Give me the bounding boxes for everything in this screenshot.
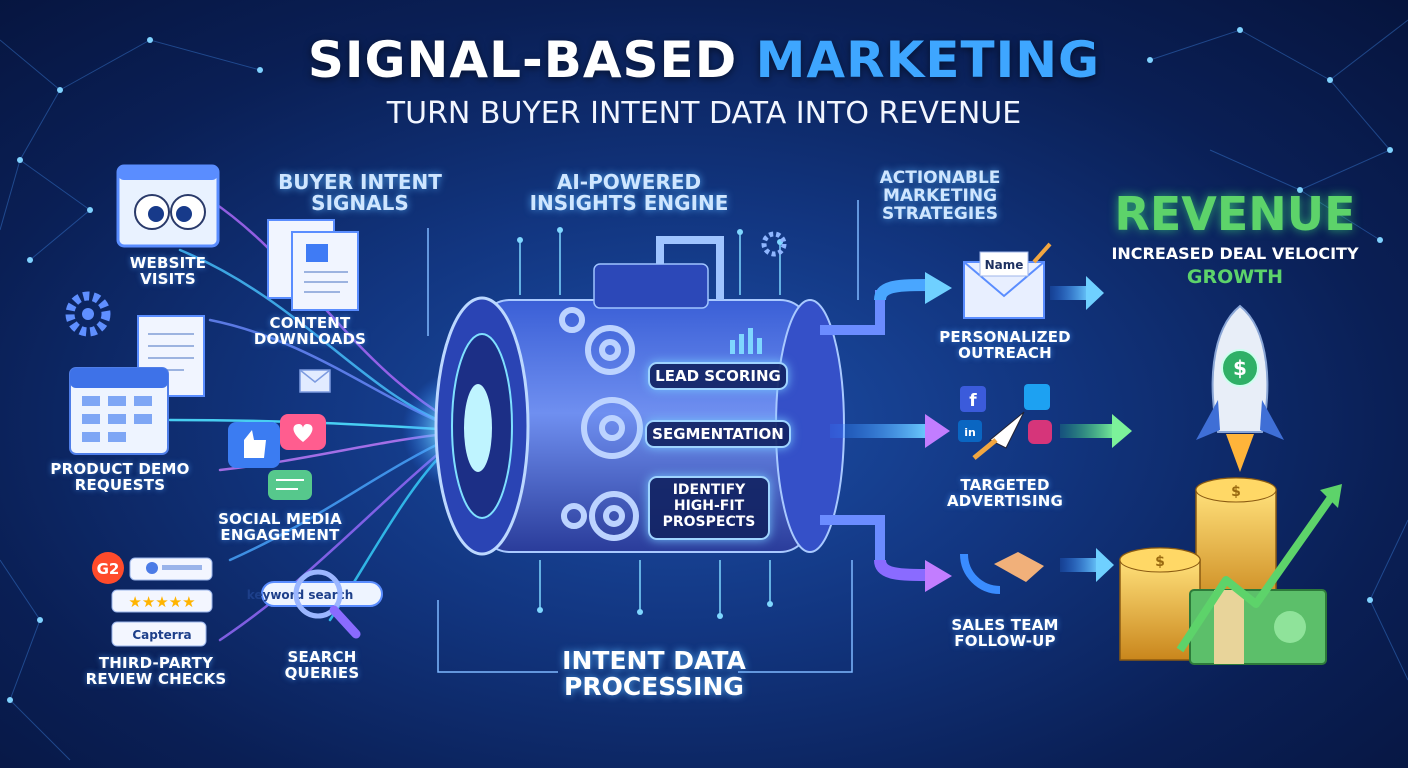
money-stack-icon: $ $	[1119, 477, 1342, 665]
engine-lead-scoring: LEAD SCORING	[648, 362, 788, 390]
section-buyer-intent-signals: BUYER INTENT SIGNALS	[278, 170, 442, 215]
title-accent: MARKETING	[755, 31, 1101, 89]
strategy-personalized-outreach: PERSONALIZED OUTREACH	[939, 328, 1071, 362]
email-envelope-icon	[299, 369, 331, 393]
revenue-deal-velocity: INCREASED DEAL VELOCITY	[1111, 244, 1359, 263]
signal-content-downloads: CONTENT DOWNLOADS	[253, 314, 367, 348]
page-subtitle: TURN BUYER INTENT DATA INTO REVENUE	[386, 96, 1022, 131]
social-ads-icons: f in	[958, 384, 1052, 460]
revenue-title: REVENUE	[1114, 187, 1356, 241]
svg-text:f: f	[969, 391, 977, 411]
settings-gear-icon	[65, 291, 111, 337]
signal-product-demo-requests: PRODUCT DEMO REQUESTS	[50, 460, 190, 494]
signal-search-queries: SEARCH QUERIES	[284, 648, 360, 682]
engine-output-arrows	[830, 272, 952, 592]
engine-identify-prospects: IDENTIFY HIGH-FIT PROSPECTS	[648, 476, 770, 540]
section-intent-data-processing: INTENT DATA PROCESSING	[562, 646, 746, 702]
content-document-icon	[267, 219, 359, 311]
revenue-arrows	[1050, 276, 1132, 582]
revenue-growth: GROWTH	[1186, 266, 1284, 288]
envelope-outreach-icon: Name	[963, 242, 1052, 319]
engine-segmentation: SEGMENTATION	[645, 420, 791, 448]
gear-icon	[761, 231, 787, 257]
envelope-name-text: Name	[985, 258, 1024, 272]
capterra-logo-text: Capterra	[132, 628, 191, 642]
handshake-icon	[960, 552, 1044, 594]
five-star-rating: ★★★★★	[128, 593, 195, 611]
svg-text:$: $	[1231, 484, 1241, 500]
search-icon: keyword search	[247, 569, 383, 639]
review-sites-icon: G2 ★★★★★ Capterra	[92, 552, 213, 647]
rocket-icon: $	[1196, 304, 1284, 472]
signal-website-visits: WEBSITE VISITS	[129, 254, 207, 288]
signal-third-party-review-checks: THIRD-PARTY REVIEW CHECKS	[85, 654, 227, 688]
section-marketing-strategies: ACTIONABLE MARKETING STRATEGIES	[879, 168, 1001, 224]
search-box-text: keyword search	[247, 588, 354, 602]
svg-text:$: $	[1155, 554, 1165, 570]
signal-social-media-engagement: SOCIAL MEDIA ENGAGEMENT	[218, 510, 342, 544]
calendar-icon	[69, 367, 169, 455]
page-title: SIGNAL-BASED MARKETING	[0, 34, 1408, 87]
processing-bracket	[437, 560, 853, 673]
social-like-icon	[228, 414, 326, 500]
section-ai-insights-engine: AI-POWERED INSIGHTS ENGINE	[529, 170, 729, 215]
g2-logo-text: G2	[97, 560, 120, 578]
strategy-sales-team-follow-up: SALES TEAM FOLLOW-UP	[951, 616, 1059, 650]
svg-text:$: $	[1233, 356, 1247, 380]
title-main: SIGNAL-BASED	[307, 31, 738, 89]
network-nodes	[7, 27, 1393, 703]
svg-text:in: in	[964, 426, 976, 439]
website-browser-icon	[116, 164, 220, 248]
strategy-targeted-advertising: TARGETED ADVERTISING	[946, 476, 1064, 510]
